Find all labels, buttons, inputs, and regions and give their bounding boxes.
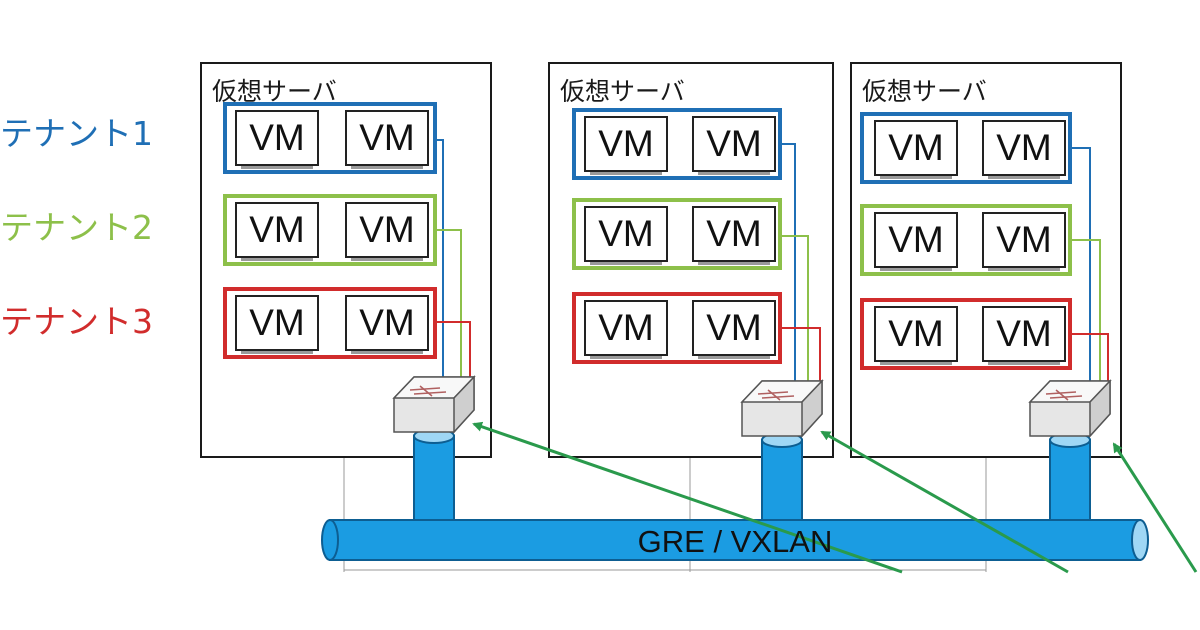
callout-arrows (472, 421, 1198, 574)
vm-box: VM (235, 295, 319, 354)
virtual-switch-icon (392, 375, 476, 434)
tenant-label-2: テナント2 (0, 208, 153, 247)
vm-box: VM (982, 306, 1066, 365)
tenant2-vm-group: VM VM (223, 194, 437, 266)
pipe-2 (761, 432, 803, 529)
virtual-switch-icon (740, 379, 824, 438)
virtual-server-3: 仮想サーバ VM VM VM VM VM VM (850, 62, 1122, 458)
vm-box: VM (345, 202, 429, 261)
tenant1-vm-group: VM VM (572, 108, 782, 180)
tenant1-vm-group: VM VM (860, 112, 1072, 184)
tenant2-vm-group: VM VM (860, 204, 1072, 276)
server3-wiring (1072, 147, 1109, 421)
server-title: 仮想サーバ (862, 77, 987, 106)
vm-box: VM (982, 212, 1066, 271)
tenant3-vm-group: VM VM (572, 292, 782, 364)
vm-box: VM (584, 116, 668, 175)
vm-box: VM (692, 300, 776, 359)
vm-box: VM (874, 306, 958, 365)
vm-box: VM (584, 300, 668, 359)
vm-box: VM (235, 110, 319, 169)
vm-box: VM (345, 110, 429, 169)
vm-box: VM (982, 120, 1066, 179)
tenant1-vm-group: VM VM (223, 102, 437, 174)
vm-box: VM (584, 206, 668, 265)
vm-box: VM (235, 202, 319, 261)
tenant3-vm-group: VM VM (860, 298, 1072, 370)
tenant-label-1: テナント1 (0, 114, 153, 153)
vm-box: VM (345, 295, 429, 354)
vm-box: VM (692, 206, 776, 265)
server-title: 仮想サーバ (212, 77, 337, 106)
tunnel-label: GRE / VXLAN (638, 524, 833, 559)
pipe-1 (413, 428, 455, 529)
tenant2-vm-group: VM VM (572, 198, 782, 270)
tenant-label-3: テナント3 (0, 302, 153, 341)
pipe-3 (1049, 432, 1091, 529)
vm-box: VM (874, 212, 958, 271)
vm-box: VM (692, 116, 776, 175)
tenant3-vm-group: VM VM (223, 287, 437, 359)
server2-wiring (782, 143, 821, 421)
server-title: 仮想サーバ (560, 77, 685, 106)
virtual-switch-icon (1028, 379, 1112, 438)
gre-vxlan-tunnel (321, 519, 1149, 561)
vm-box: VM (874, 120, 958, 179)
